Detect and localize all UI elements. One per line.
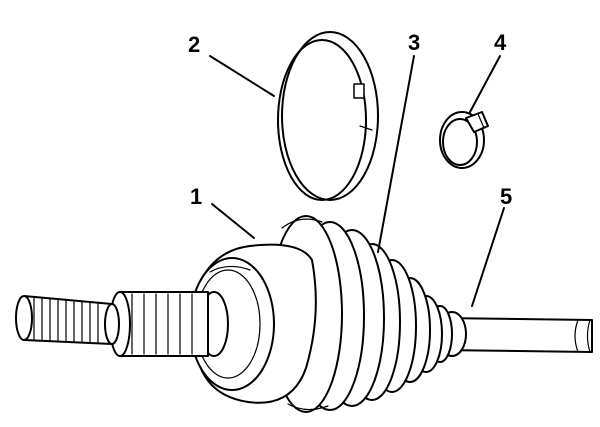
callout-5: 5	[500, 184, 512, 209]
large-boot-clamp	[277, 31, 379, 201]
leader-line-5	[471, 207, 505, 307]
callout-3: 3	[408, 30, 420, 55]
leader-line-4	[469, 55, 501, 113]
callout-2: 2	[188, 32, 200, 57]
leader-lines	[209, 55, 505, 307]
small-boot-clamp	[439, 111, 489, 169]
callout-labels: 1 2 3 4 5	[188, 30, 512, 209]
callout-4: 4	[494, 30, 507, 55]
leader-line-2	[209, 55, 275, 97]
leader-line-1	[211, 203, 255, 239]
leader-line-3	[377, 55, 415, 253]
cv-joint-housing	[189, 243, 317, 404]
stub-shaft	[109, 291, 229, 357]
callout-1: 1	[190, 184, 202, 209]
threaded-end	[15, 295, 120, 345]
